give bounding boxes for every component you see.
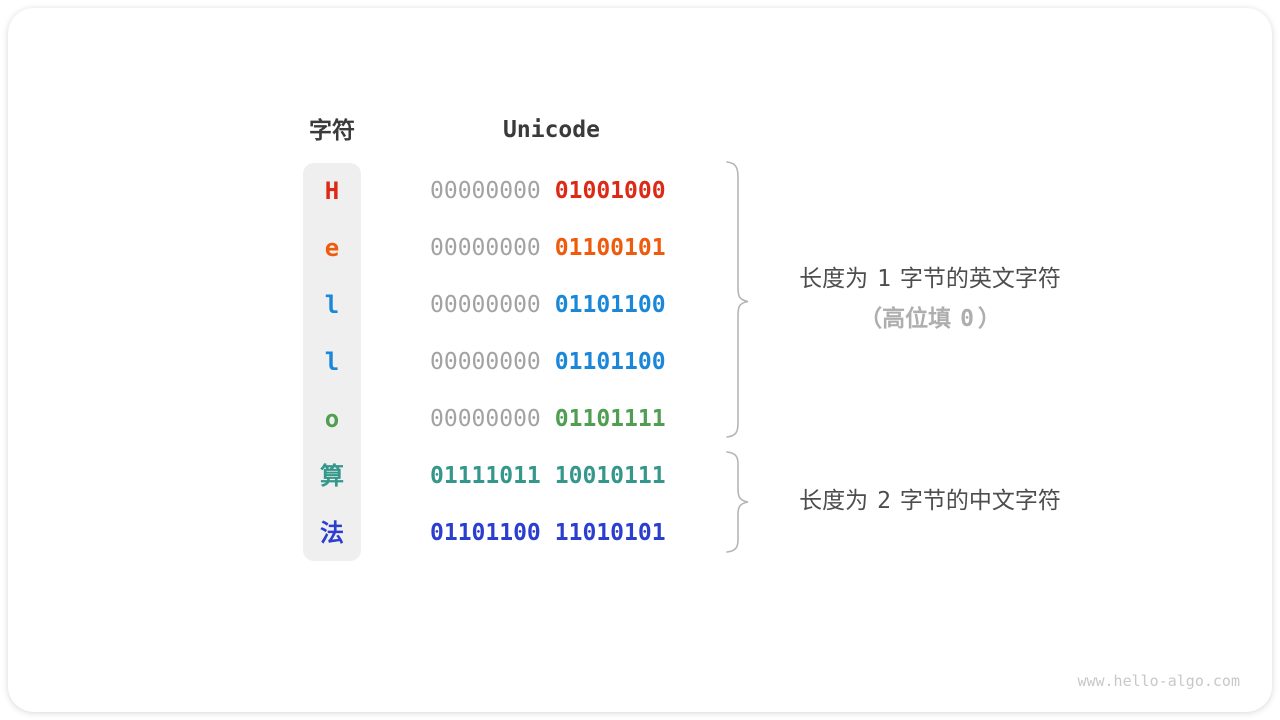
- table-row: o 00000000 01101111: [0, 391, 1280, 448]
- unicode-byte-low: 11010101: [554, 520, 666, 546]
- annotation-text: （高位填: [859, 305, 952, 331]
- character-cell: 算: [320, 462, 344, 490]
- unicode-byte-low: 01101100: [554, 349, 666, 375]
- character-cell: o: [324, 405, 340, 433]
- annotation-text: 长度为: [799, 487, 869, 513]
- annotation-chinese-line: 长度为 2 字节的中文字符: [758, 485, 1102, 515]
- annotation-number: 0: [960, 306, 974, 332]
- character-cell: l: [324, 348, 340, 376]
- unicode-byte-high: 01111011: [430, 463, 541, 489]
- table-row: 算 01111011 10010111: [0, 448, 1280, 505]
- annotation-number: 1: [877, 266, 891, 292]
- unicode-byte-low: 01101100: [554, 292, 666, 318]
- unicode-bits-cell: 01111011 10010111: [430, 448, 666, 505]
- annotation-text: 字节的中文字符: [899, 487, 1061, 513]
- column-header-unicode: Unicode: [503, 117, 600, 143]
- character-cell: 法: [320, 519, 344, 547]
- unicode-byte-high: 01101100: [430, 520, 541, 546]
- unicode-bits-cell: 01101100 11010101: [430, 505, 666, 562]
- annotation-text: 字节的英文字符: [899, 265, 1061, 291]
- unicode-byte-low: 10010111: [554, 463, 666, 489]
- annotation-number: 2: [877, 488, 891, 514]
- table-row: 法 01101100 11010101: [0, 505, 1280, 562]
- unicode-bits-cell: 00000000 01101100: [430, 277, 666, 334]
- character-cell: e: [324, 234, 340, 262]
- unicode-byte-high: 00000000: [430, 406, 541, 432]
- character-cell: l: [324, 291, 340, 319]
- unicode-byte-low: 01001000: [554, 178, 666, 204]
- character-column-background: [303, 163, 361, 561]
- table-row: l 00000000 01101100: [0, 277, 1280, 334]
- table-row: H 00000000 01001000: [0, 163, 1280, 220]
- unicode-byte-high: 00000000: [430, 235, 541, 261]
- unicode-byte-high: 00000000: [430, 178, 541, 204]
- character-cell: H: [324, 177, 340, 205]
- annotation-text: 长度为: [799, 265, 869, 291]
- annotation-english-line: 长度为 1 字节的英文字符: [758, 263, 1102, 293]
- annotation-english-note: （高位填 0）: [758, 303, 1102, 333]
- unicode-byte-high: 00000000: [430, 292, 541, 318]
- unicode-bits-cell: 00000000 01001000: [430, 163, 666, 220]
- table-row: l 00000000 01101100: [0, 334, 1280, 391]
- unicode-byte-high: 00000000: [430, 349, 541, 375]
- unicode-byte-low: 01101111: [554, 406, 666, 432]
- unicode-bits-cell: 00000000 01101111: [430, 391, 666, 448]
- unicode-bits-cell: 00000000 01101100: [430, 334, 666, 391]
- annotation-english-chars: 长度为 1 字节的英文字符 （高位填 0）: [758, 263, 1102, 333]
- diagram-card: [8, 8, 1272, 712]
- annotation-text: ）: [977, 305, 1001, 331]
- annotation-chinese-chars: 长度为 2 字节的中文字符: [758, 485, 1102, 515]
- column-header-character: 字符: [309, 117, 355, 143]
- unicode-bits-cell: 00000000 01100101: [430, 220, 666, 277]
- table-row: e 00000000 01100101: [0, 220, 1280, 277]
- watermark-url: www.hello-algo.com: [1077, 672, 1240, 690]
- unicode-byte-low: 01100101: [554, 235, 666, 261]
